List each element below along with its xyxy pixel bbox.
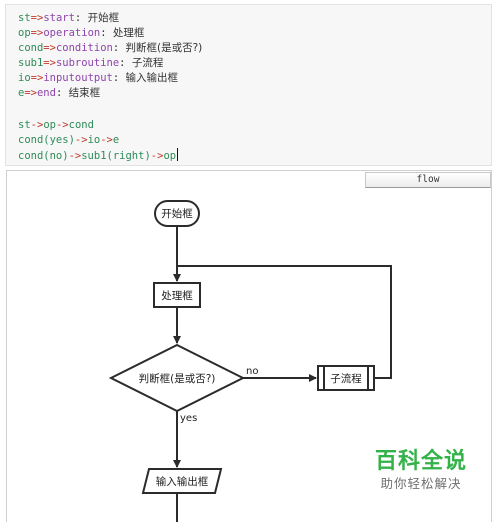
- code-line-flow-2: cond(yes)->io->e: [18, 133, 119, 148]
- node-key: op: [18, 27, 31, 39]
- node-type: condition: [55, 42, 113, 54]
- flow-node: cond: [68, 119, 94, 131]
- flow-node: st: [18, 119, 31, 131]
- flow-node: e: [112, 134, 120, 146]
- flow-arrow: ->: [74, 134, 88, 146]
- code-line-flow-3: cond(no)->sub1(right)->op: [18, 148, 179, 163]
- node-key: st: [18, 12, 31, 24]
- flow-node: io: [87, 134, 101, 146]
- node-label: 判断框(是或否?): [125, 42, 203, 54]
- node-arrow: =>: [24, 87, 37, 99]
- node-colon: :: [100, 27, 113, 39]
- code-line-sub1: sub1=>subroutine: 子流程: [18, 56, 163, 71]
- subroutine-node-label: 子流程: [330, 372, 362, 385]
- watermark-title: 百科全说: [374, 449, 467, 474]
- node-type: subroutine: [55, 57, 120, 69]
- operation-node: [153, 282, 201, 308]
- flow-node: cond(no): [18, 150, 69, 162]
- node-type: inputoutput: [43, 72, 113, 84]
- code-line-st: st=>start: 开始框: [18, 11, 119, 26]
- flowchart-preview: flow 开始框 处理框 判断框(是或否?) 子流程 输入输出框: [6, 170, 492, 522]
- watermark-subtitle: 助你轻松解决: [380, 476, 462, 491]
- start-node: [154, 200, 200, 227]
- edge-label-no: no: [246, 366, 258, 377]
- node-label: 处理框: [112, 27, 145, 39]
- inputoutput-node-label: 输入输出框: [156, 475, 209, 488]
- node-arrow: =>: [43, 57, 56, 69]
- code-line-flow-1: st->op->cond: [18, 118, 94, 133]
- node-key: io: [18, 72, 31, 84]
- node-colon: :: [112, 72, 126, 84]
- inputoutput-node: [141, 468, 223, 494]
- edge-subroutine-back-to-operation: [177, 265, 392, 379]
- code-editor[interactable]: st=>start: 开始框 op=>operation: 处理框 cond=>…: [5, 4, 492, 166]
- code-line-op: op=>operation: 处理框: [18, 26, 144, 41]
- diagram-mode-select[interactable]: flow: [365, 172, 491, 188]
- edge-label-yes: yes: [180, 413, 197, 424]
- code-line-cond: cond=>condition: 判断框(是或否?): [18, 41, 202, 56]
- node-label: 结束框: [68, 87, 101, 99]
- start-node-label: 开始框: [161, 207, 193, 220]
- text-cursor: [177, 148, 179, 161]
- node-arrow: =>: [30, 12, 44, 24]
- node-arrow: =>: [30, 72, 44, 84]
- node-label: 子流程: [131, 57, 164, 69]
- node-type: start: [43, 12, 75, 24]
- code-line-io: io=>inputoutput: 输入输出框: [18, 71, 178, 86]
- node-key: cond: [18, 42, 44, 54]
- flowchart-canvas: 开始框 处理框 判断框(是或否?) 子流程 输入输出框 no yes: [108, 200, 392, 522]
- condition-node-label: 判断框(是或否?): [139, 372, 216, 385]
- node-label: 开始框: [87, 12, 120, 24]
- node-label: 输入输出框: [125, 72, 179, 84]
- node-colon: :: [55, 87, 69, 99]
- node-colon: :: [112, 42, 126, 54]
- operation-node-label: 处理框: [161, 289, 193, 302]
- flow-arrow: ->: [100, 134, 113, 146]
- flow-node: sub1(right): [81, 150, 151, 162]
- node-colon: :: [119, 57, 132, 69]
- subroutine-node: [317, 365, 375, 391]
- flow-arrow: ->: [150, 150, 164, 162]
- node-colon: :: [74, 12, 88, 24]
- node-arrow: =>: [43, 42, 56, 54]
- node-type: operation: [43, 27, 101, 39]
- node-key: e: [18, 87, 25, 99]
- condition-node: [108, 343, 246, 413]
- node-key: sub1: [18, 57, 44, 69]
- code-line-e: e=>end: 结束框: [18, 86, 100, 101]
- watermark-logo: 百科全说 助你轻松解决: [365, 449, 477, 493]
- flow-node: cond(yes): [18, 134, 75, 146]
- flow-node: op: [43, 119, 56, 131]
- flow-node: op: [163, 150, 177, 162]
- node-arrow: =>: [30, 27, 44, 39]
- flow-arrow: ->: [30, 119, 44, 131]
- flow-arrow: ->: [55, 119, 69, 131]
- node-type: end: [36, 87, 56, 99]
- flow-arrow: ->: [68, 150, 82, 162]
